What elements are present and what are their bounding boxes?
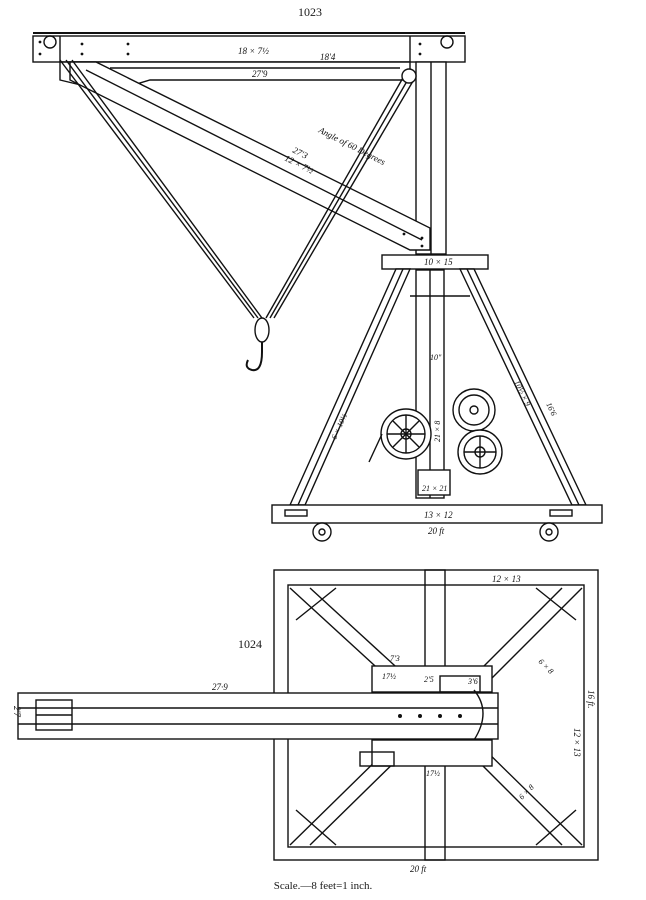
label-plan-right-side: 16 ft. — [586, 690, 596, 709]
label-plan-t4: 3'6 — [467, 677, 478, 686]
label-plan-t1: 7'3 — [390, 654, 400, 663]
base-sill — [271, 504, 603, 542]
winch-gear — [368, 388, 503, 475]
diagonal-strut — [69, 61, 431, 251]
plan-jib — [17, 692, 499, 740]
label-base: 13 × 12 — [424, 510, 453, 520]
label-plan-t3: 2'5 — [424, 675, 434, 684]
label-plan-bottom-length: 20 ft — [410, 864, 427, 874]
label-jib-length: 27'9 — [252, 69, 268, 79]
crane-elevation — [32, 32, 603, 542]
label-foot: 21 × 21 — [422, 484, 447, 493]
label-cap: 10 × 15 — [424, 257, 453, 267]
label-plan-t2: 17½ — [382, 672, 396, 681]
label-top-beam: 18 × 7½ — [238, 46, 269, 56]
label-base-length: 20 ft — [428, 526, 445, 536]
figure-number-1023: 1023 — [298, 5, 322, 19]
label-plan-right-size: 12 × 13 — [572, 728, 582, 757]
crane-plan — [17, 569, 599, 861]
cap-beam — [381, 254, 489, 270]
label-angle: Angle of 60 Degrees — [316, 124, 387, 167]
label-plan-top-beam: 12 × 13 — [492, 574, 521, 584]
hook-chains — [59, 59, 417, 372]
jib-strap — [59, 61, 411, 93]
label-plan-t5: 17½ — [426, 769, 440, 778]
label-mast: 10" — [430, 353, 442, 362]
plan-turntable — [359, 665, 493, 767]
label-mid-post: 21 × 8 — [433, 421, 442, 442]
mast — [415, 61, 451, 499]
scale-caption: Scale.—8 feet=1 inch. — [273, 880, 373, 892]
label-plan-jib-length: 27·9 — [212, 682, 228, 692]
label-top-length: 18'4 — [320, 52, 336, 62]
label-leg-length: 16'6 — [544, 401, 558, 417]
figure-number-1024: 1024 — [238, 637, 262, 651]
top-beam — [32, 32, 466, 82]
label-plan-left-end: 2'7 — [12, 706, 22, 717]
